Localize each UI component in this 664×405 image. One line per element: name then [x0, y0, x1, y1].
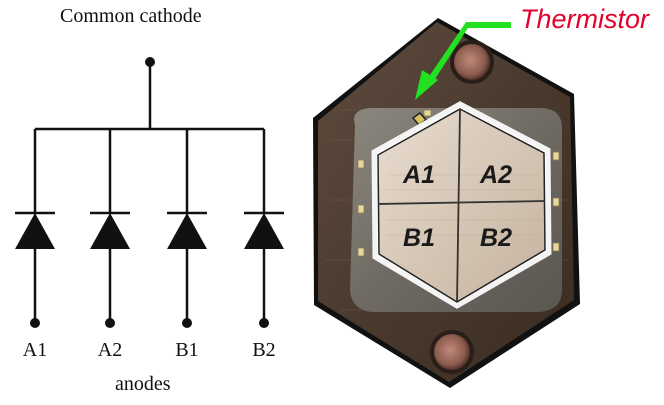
diode-a2: [90, 129, 130, 328]
quadrant-label-b1: B1: [403, 224, 435, 252]
anode-label-a1: A1: [22, 339, 48, 361]
quadrant-label-a2: A2: [479, 161, 512, 189]
diode-a1: [15, 129, 55, 328]
diode-schematic: [15, 57, 284, 328]
thermistor-arrow: [415, 22, 511, 100]
quadrant-divider-vertical: [456, 108, 461, 303]
anode-label-b2: B2: [252, 339, 276, 361]
thermistor-callout-label: Thermistor: [520, 4, 650, 34]
quadrant-label-a1: A1: [402, 161, 435, 189]
anode-a1-terminal-dot: [30, 318, 40, 328]
anode-label-b1: B1: [175, 339, 199, 361]
sensor-texture: [385, 174, 542, 236]
hexagonal-module-photo: A1 A2 B1 B2: [313, 18, 580, 388]
anodes-label: anodes: [115, 373, 171, 395]
diode-b2: [244, 129, 284, 328]
contact-pads: [357, 109, 560, 257]
diode-b1: [167, 129, 207, 328]
anode-a2-terminal-dot: [105, 318, 115, 328]
common-cathode-label: Common cathode: [60, 5, 202, 27]
quadrant-label-b2: B2: [480, 224, 512, 252]
anode-b2-terminal-dot: [259, 318, 269, 328]
quadrant-divider-horizontal: [377, 200, 546, 205]
anode-label-a2: A2: [97, 339, 123, 361]
anode-b1-terminal-dot: [182, 318, 192, 328]
